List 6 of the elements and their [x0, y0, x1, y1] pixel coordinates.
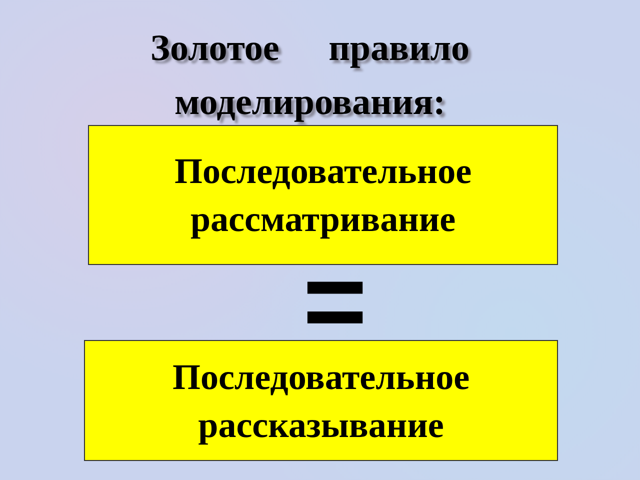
text-box	[88, 125, 558, 265]
equals-sign: =	[302, 262, 368, 342]
box-text: Последовательное рассматривание	[173, 150, 473, 241]
box-text: Последовательное рассказывание	[171, 356, 471, 447]
text-box	[84, 340, 558, 461]
title: Золотое правило моделирования:	[149, 27, 471, 125]
